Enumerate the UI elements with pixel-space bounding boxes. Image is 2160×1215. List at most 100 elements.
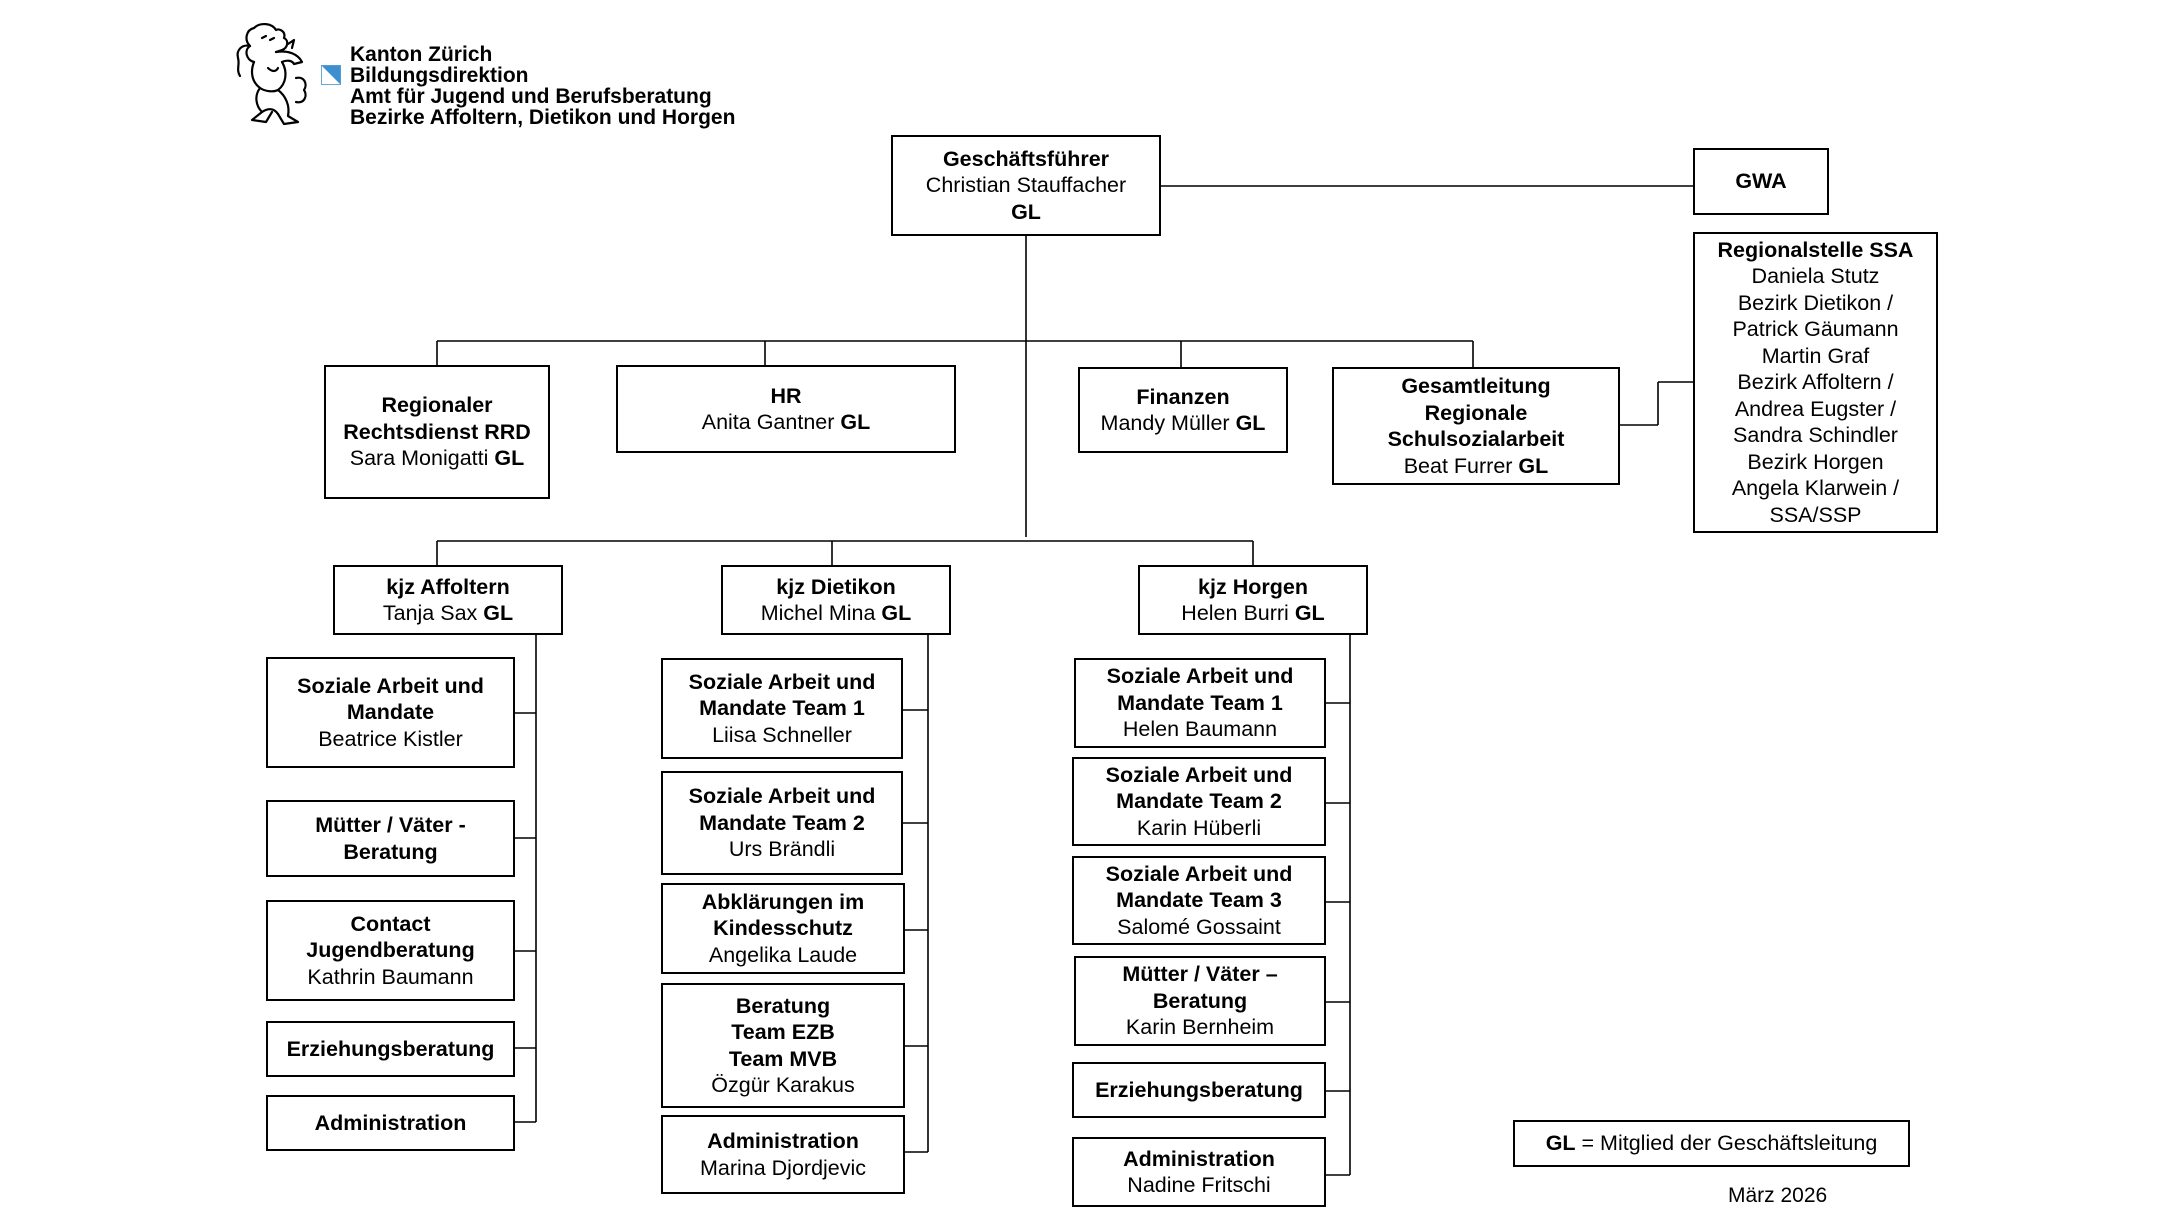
unit-box: Erziehungsberatung bbox=[266, 1021, 515, 1077]
box-line: Angela Klarwein / bbox=[1731, 476, 1900, 501]
box-name: Helen Burri GL bbox=[1181, 600, 1324, 627]
box-line: Bezirk Dietikon / bbox=[1737, 290, 1894, 315]
box-title: Finanzen bbox=[1136, 384, 1230, 409]
box-title: GWA bbox=[1735, 169, 1787, 194]
unit-box: Beratung Team EZB Team MVB Özgür Karakus bbox=[661, 983, 905, 1108]
person-name: Sara Monigatti bbox=[349, 446, 489, 471]
box-title: Regionaler bbox=[381, 393, 493, 418]
box-title: Abklärungen im bbox=[701, 889, 865, 914]
box-title: Mütter / Väter – bbox=[1122, 962, 1278, 987]
box-name: Beatrice Kistler bbox=[318, 726, 463, 751]
box-title: Mandate Team 1 bbox=[1117, 690, 1283, 715]
box-title: kjz Affoltern bbox=[386, 574, 510, 599]
box-title: Mandate bbox=[346, 700, 435, 725]
box-title: Erziehungsberatung bbox=[286, 1036, 495, 1061]
org-line: Kanton Zürich bbox=[350, 43, 493, 66]
box-name: Christian Stauffacher bbox=[925, 173, 1127, 198]
box-kjz-horgen: kjz Horgen Helen Burri GL bbox=[1138, 565, 1368, 635]
box-line: Daniela Stutz bbox=[1751, 264, 1880, 289]
box-name: Tanja Sax GL bbox=[383, 600, 513, 627]
box-name: Nadine Fritschi bbox=[1127, 1173, 1271, 1197]
box-kjz-affoltern: kjz Affoltern Tanja Sax GL bbox=[333, 565, 563, 635]
box-title: Mandate Team 2 bbox=[699, 810, 865, 835]
box-title: Rechtsdienst RRD bbox=[343, 419, 531, 444]
box-title: Administration bbox=[1123, 1146, 1275, 1171]
box-name: Helen Baumann bbox=[1122, 717, 1278, 742]
box-title: Schulsozialarbeit bbox=[1387, 427, 1565, 451]
unit-box: Abklärungen im Kindesschutz Angelika Lau… bbox=[661, 883, 905, 974]
box-name: Michel Mina GL bbox=[761, 600, 912, 627]
box-name: Beat Furrer GL bbox=[1404, 453, 1549, 480]
unit-box: Soziale Arbeit und Mandate Team 1 Helen … bbox=[1074, 658, 1326, 748]
box-title: Team EZB bbox=[731, 1020, 835, 1044]
box-title: Soziale Arbeit und bbox=[1106, 664, 1294, 689]
box-title: Contact bbox=[350, 911, 431, 936]
box-title: kjz Horgen bbox=[1198, 574, 1308, 599]
box-name: Anita Gantner GL bbox=[702, 409, 871, 436]
box-gwa: GWA bbox=[1693, 148, 1829, 215]
unit-box: Soziale Arbeit und Mandate Beatrice Kist… bbox=[266, 657, 515, 768]
gl-marker: GL bbox=[881, 601, 912, 625]
box-name: Kathrin Baumann bbox=[307, 964, 474, 989]
person-name: Anita Gantner bbox=[701, 410, 835, 434]
box-name: Liisa Schneller bbox=[712, 722, 852, 747]
legend-text: GL = Mitglied der Geschäftsleitung bbox=[1546, 1130, 1878, 1157]
legend-abbr: GL bbox=[1545, 1131, 1576, 1156]
person-name: Beat Furrer bbox=[1403, 453, 1513, 478]
box-title: Administration bbox=[314, 1110, 467, 1135]
person-name: Helen Burri bbox=[1181, 601, 1289, 625]
box-title: Beratung bbox=[343, 839, 438, 864]
gl-marker: GL bbox=[1235, 411, 1266, 435]
date-label: März 2026 bbox=[1728, 1184, 1828, 1207]
box-title: Jugendberatung bbox=[306, 938, 475, 963]
box-name: Mandy Müller GL bbox=[1101, 410, 1266, 437]
box-title: Administration bbox=[707, 1129, 859, 1153]
box-line: SSA/SSP bbox=[1769, 502, 1862, 527]
box-title: Gesamtleitung bbox=[1401, 374, 1551, 398]
unit-box: Soziale Arbeit und Mandate Team 2 Karin … bbox=[1072, 757, 1326, 846]
box-kjz-dietikon: kjz Dietikon Michel Mina GL bbox=[721, 565, 951, 635]
box-name: Karin Bernheim bbox=[1125, 1015, 1275, 1040]
unit-box: Administration Marina Djordjevic bbox=[661, 1115, 905, 1194]
person-name: Tanja Sax bbox=[382, 601, 478, 625]
box-gesamtleitung-ssa: Gesamtleitung Regionale Schulsozialarbei… bbox=[1332, 367, 1620, 485]
org-line: Bezirke Affoltern, Dietikon und Horgen bbox=[350, 106, 736, 129]
unit-box: Soziale Arbeit und Mandate Team 1 Liisa … bbox=[661, 658, 903, 759]
box-title: Regionale bbox=[1424, 400, 1528, 425]
legend-box: GL = Mitglied der Geschäftsleitung bbox=[1513, 1120, 1910, 1167]
box-name: Urs Brändli bbox=[728, 837, 836, 862]
legend-description: = Mitglied der Geschäftsleitung bbox=[1575, 1131, 1878, 1156]
box-title: Regionalstelle SSA bbox=[1717, 237, 1914, 262]
gl-marker: GL bbox=[483, 601, 514, 625]
zurich-flag-icon bbox=[321, 65, 341, 85]
gl-marker: GL bbox=[1518, 453, 1549, 478]
box-name: Marina Djordjevic bbox=[699, 1155, 867, 1180]
box-title: Mütter / Väter - bbox=[315, 813, 466, 837]
box-title: Soziale Arbeit und bbox=[297, 673, 484, 698]
box-name: Karin Hüberli bbox=[1136, 815, 1262, 840]
box-line: Bezirk Horgen bbox=[1747, 449, 1884, 474]
person-name: Mandy Müller bbox=[1100, 411, 1230, 435]
box-regionalstelle-ssa: Regionalstelle SSA Daniela Stutz Bezirk … bbox=[1693, 232, 1938, 533]
org-line: Bildungsdirektion bbox=[350, 64, 529, 87]
unit-box: Mütter / Väter – Beratung Karin Bernheim bbox=[1074, 956, 1326, 1046]
box-title: Beratung bbox=[735, 993, 831, 1018]
box-title: Team MVB bbox=[728, 1046, 838, 1071]
box-line: Sandra Schindler bbox=[1733, 423, 1898, 448]
unit-box: Erziehungsberatung bbox=[1072, 1062, 1326, 1118]
zurich-lion-logo bbox=[236, 23, 307, 126]
unit-box: Contact Jugendberatung Kathrin Baumann bbox=[266, 900, 515, 1001]
box-title: Kindesschutz bbox=[713, 916, 853, 941]
gl-marker: GL bbox=[1294, 601, 1325, 625]
person-name: Michel Mina bbox=[760, 601, 876, 625]
box-line: Bezirk Affoltern / bbox=[1737, 370, 1894, 395]
box-line: Andrea Eugster / bbox=[1734, 396, 1897, 421]
box-name: Angelika Laude bbox=[708, 942, 858, 967]
box-title: Erziehungsberatung bbox=[1095, 1077, 1303, 1102]
unit-box: Soziale Arbeit und Mandate Team 3 Salomé… bbox=[1072, 856, 1326, 945]
box-title: Mandate Team 2 bbox=[1116, 789, 1282, 814]
box-name: Özgür Karakus bbox=[711, 1073, 855, 1097]
box-title: Soziale Arbeit und bbox=[688, 669, 876, 694]
gl-marker: GL bbox=[840, 410, 871, 434]
